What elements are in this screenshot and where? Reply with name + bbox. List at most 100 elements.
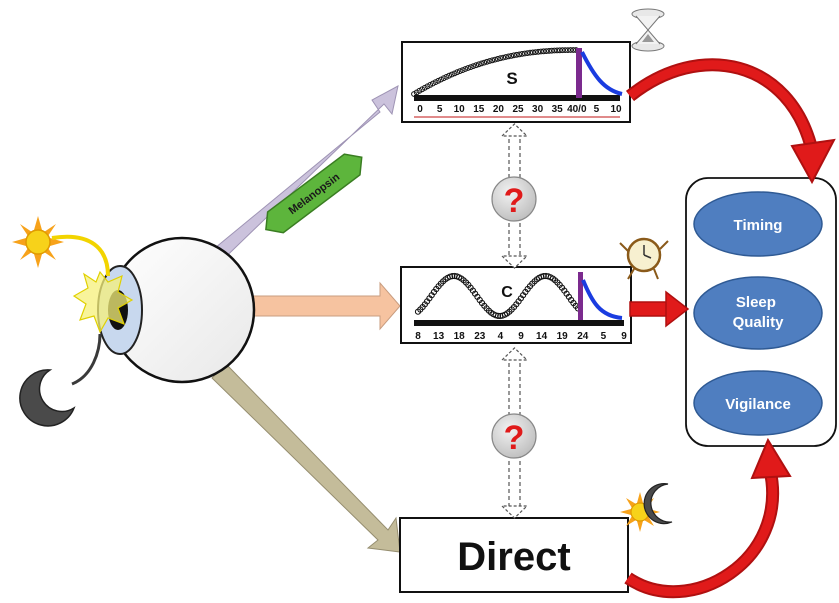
c-rhythm-curve [414, 272, 582, 320]
s-tick-label: 40/0 [567, 104, 587, 115]
s-curve-point [521, 50, 528, 57]
s-sleep-onset-bar [576, 48, 582, 98]
s-curve-point [489, 57, 496, 64]
s-tick-label: 10 [610, 104, 622, 115]
s-tick-label: 10 [454, 104, 466, 115]
s-curve-point [562, 47, 569, 53]
eye-icon [97, 236, 256, 384]
sun-icon [12, 216, 64, 268]
s-curve-point [556, 47, 563, 54]
c-tick-label: 8 [415, 331, 421, 342]
c-tick-label: 5 [601, 331, 607, 342]
s-curve-point [546, 48, 552, 54]
s-curve-point [492, 56, 498, 63]
s-curve-point [443, 74, 450, 80]
s-tick-label: 30 [532, 104, 544, 115]
s-curve-point [519, 51, 525, 57]
s-curve-point [548, 47, 555, 54]
s-curve-point [475, 61, 482, 68]
direct-box: Direct [399, 517, 629, 593]
hourglass-icon [631, 8, 665, 52]
s-curve-point [459, 67, 466, 73]
s-curve-point [516, 51, 523, 58]
s-curve-point [532, 49, 539, 55]
outcomes-panel: Timing Sleep Quality Vigilance [685, 177, 837, 447]
c-tick-label: 9 [621, 331, 627, 342]
s-curve-point [465, 65, 471, 71]
direct-label: Direct [457, 535, 570, 579]
s-curve-point [448, 71, 455, 78]
s-curve-point [567, 47, 574, 53]
s-curve-point [535, 48, 542, 55]
sun-icon [620, 492, 660, 532]
s-curve-point [454, 69, 461, 76]
c-curve-point [540, 273, 547, 280]
s-curve-point [494, 56, 501, 62]
s-tick-label: 25 [512, 104, 524, 115]
c-tick-label: 9 [518, 331, 524, 342]
outcome-timing-label: Timing [734, 217, 783, 234]
s-curve-point [524, 50, 531, 56]
s-curve-point [481, 59, 488, 66]
s-curve-point [486, 58, 493, 64]
s-curve-point [543, 48, 550, 54]
c-tick-label: 4 [498, 331, 504, 342]
s-curve-point [484, 58, 490, 65]
s-curve-point [473, 62, 480, 69]
s-curve-point [540, 48, 547, 55]
s-curve-point [432, 79, 439, 85]
c-to-outcomes-arrow [629, 290, 690, 328]
s-curve-point [435, 77, 442, 84]
s-curve-point [511, 52, 517, 59]
outcome-vigilance: Vigilance [693, 370, 823, 436]
moon-icon [19, 369, 76, 427]
s-curve-point [438, 76, 444, 83]
s-tick-label: 5 [437, 104, 443, 115]
question-mark: ? [504, 182, 525, 220]
c-tick-label: 18 [454, 331, 466, 342]
c-curve-point [449, 273, 456, 280]
s-curve-point [467, 64, 474, 70]
s-curve-point [446, 72, 453, 79]
s-curve-point [538, 48, 544, 55]
s-curve-point [551, 47, 558, 54]
clock-icon [619, 237, 669, 280]
arrow-to-c [249, 281, 401, 331]
melanopsin-tag: Melanopsin [265, 153, 363, 234]
light-receptor-icon [72, 270, 134, 334]
direct-to-outcomes-arrow [624, 437, 792, 599]
c-decay-curve [581, 279, 623, 320]
s-curve-point [440, 75, 447, 82]
c-tick-label: 14 [536, 331, 548, 342]
s-decay-curve [580, 51, 623, 96]
s-curve-point [529, 49, 536, 56]
question-badge-lower: ? [491, 413, 537, 459]
outcome-timing: Timing [693, 191, 823, 257]
arrow-to-direct [211, 363, 401, 553]
s-buildup-curve [411, 47, 579, 97]
c-sleep-onset-bar [578, 272, 583, 320]
c-tick-label: 13 [433, 331, 445, 342]
question-badge-upper: ? [491, 176, 537, 222]
c-tick-label: 24 [577, 331, 589, 342]
s-curve-point [565, 47, 571, 53]
s-curve-point [470, 63, 477, 69]
s-curve-point [513, 51, 520, 58]
outcome-vigilance-label: Vigilance [725, 396, 791, 413]
s-curve-point [505, 53, 512, 60]
s-label: S [506, 69, 517, 88]
s-tick-label: 0 [417, 104, 423, 115]
s-curve-point [508, 53, 515, 59]
s-curve-point [554, 47, 560, 54]
s-tick-label: 15 [473, 104, 485, 115]
s-tick-label: 5 [594, 104, 600, 115]
s-curve-point [570, 47, 577, 53]
s-curve-point [457, 68, 463, 74]
c-direct-dashed-link [500, 347, 529, 519]
s-curve-point [502, 54, 509, 60]
